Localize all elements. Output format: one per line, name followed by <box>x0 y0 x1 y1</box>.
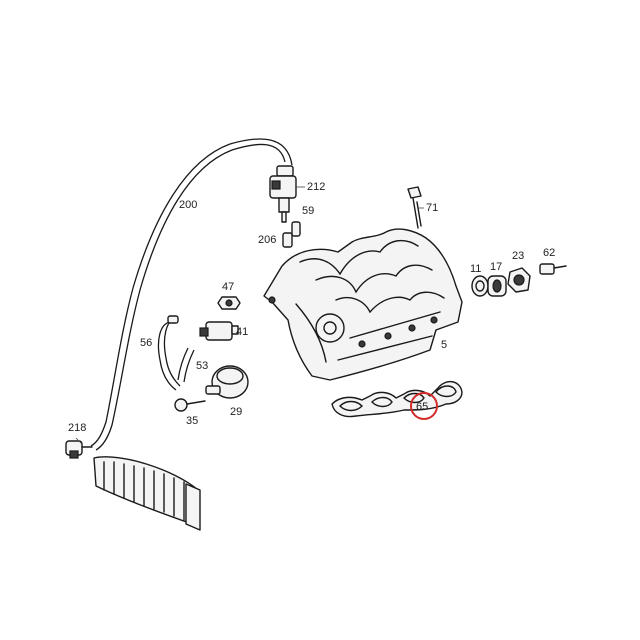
label-35: 35 <box>186 415 198 427</box>
sleeve-59 <box>291 221 301 237</box>
highlight-circle-65 <box>410 392 438 420</box>
valve-212 <box>269 165 297 223</box>
label-59: 59 <box>302 205 314 217</box>
vacuum-unit-29 <box>205 365 249 399</box>
label-29: 29 <box>230 406 242 418</box>
label-65: 65 <box>416 401 428 413</box>
fitting-17 <box>487 275 507 297</box>
ring-11 <box>471 275 489 297</box>
label-11: 11 <box>470 263 481 275</box>
screw-62 <box>539 263 567 275</box>
label-47: 47 <box>222 281 234 293</box>
label-41: 41 <box>236 326 248 338</box>
label-5: 5 <box>441 339 447 351</box>
hose-53 <box>177 347 195 383</box>
label-17: 17 <box>490 261 502 273</box>
label-212: 212 <box>307 181 325 193</box>
hose-56 <box>157 315 181 391</box>
label-218: 218 <box>68 422 86 434</box>
gasket-65 <box>331 381 463 418</box>
label-23: 23 <box>512 250 524 262</box>
nut-47 <box>217 296 241 310</box>
bolt-71 <box>407 186 422 229</box>
label-53: 53 <box>196 360 208 372</box>
hose-200 <box>95 143 286 451</box>
hose-200-inner <box>90 138 293 447</box>
label-200: 200 <box>179 199 197 211</box>
label-62: 62 <box>543 247 555 259</box>
valve-23 <box>507 267 531 293</box>
sleeve-206 <box>282 232 293 248</box>
air-duct <box>93 456 201 531</box>
label-206: 206 <box>258 234 276 246</box>
label-71: 71 <box>426 202 438 214</box>
sensor-41 <box>199 321 239 341</box>
label-56: 56 <box>140 337 152 349</box>
bolt-35 <box>174 398 206 412</box>
connector-218 <box>65 440 93 459</box>
intake-manifold-5 <box>263 228 463 381</box>
